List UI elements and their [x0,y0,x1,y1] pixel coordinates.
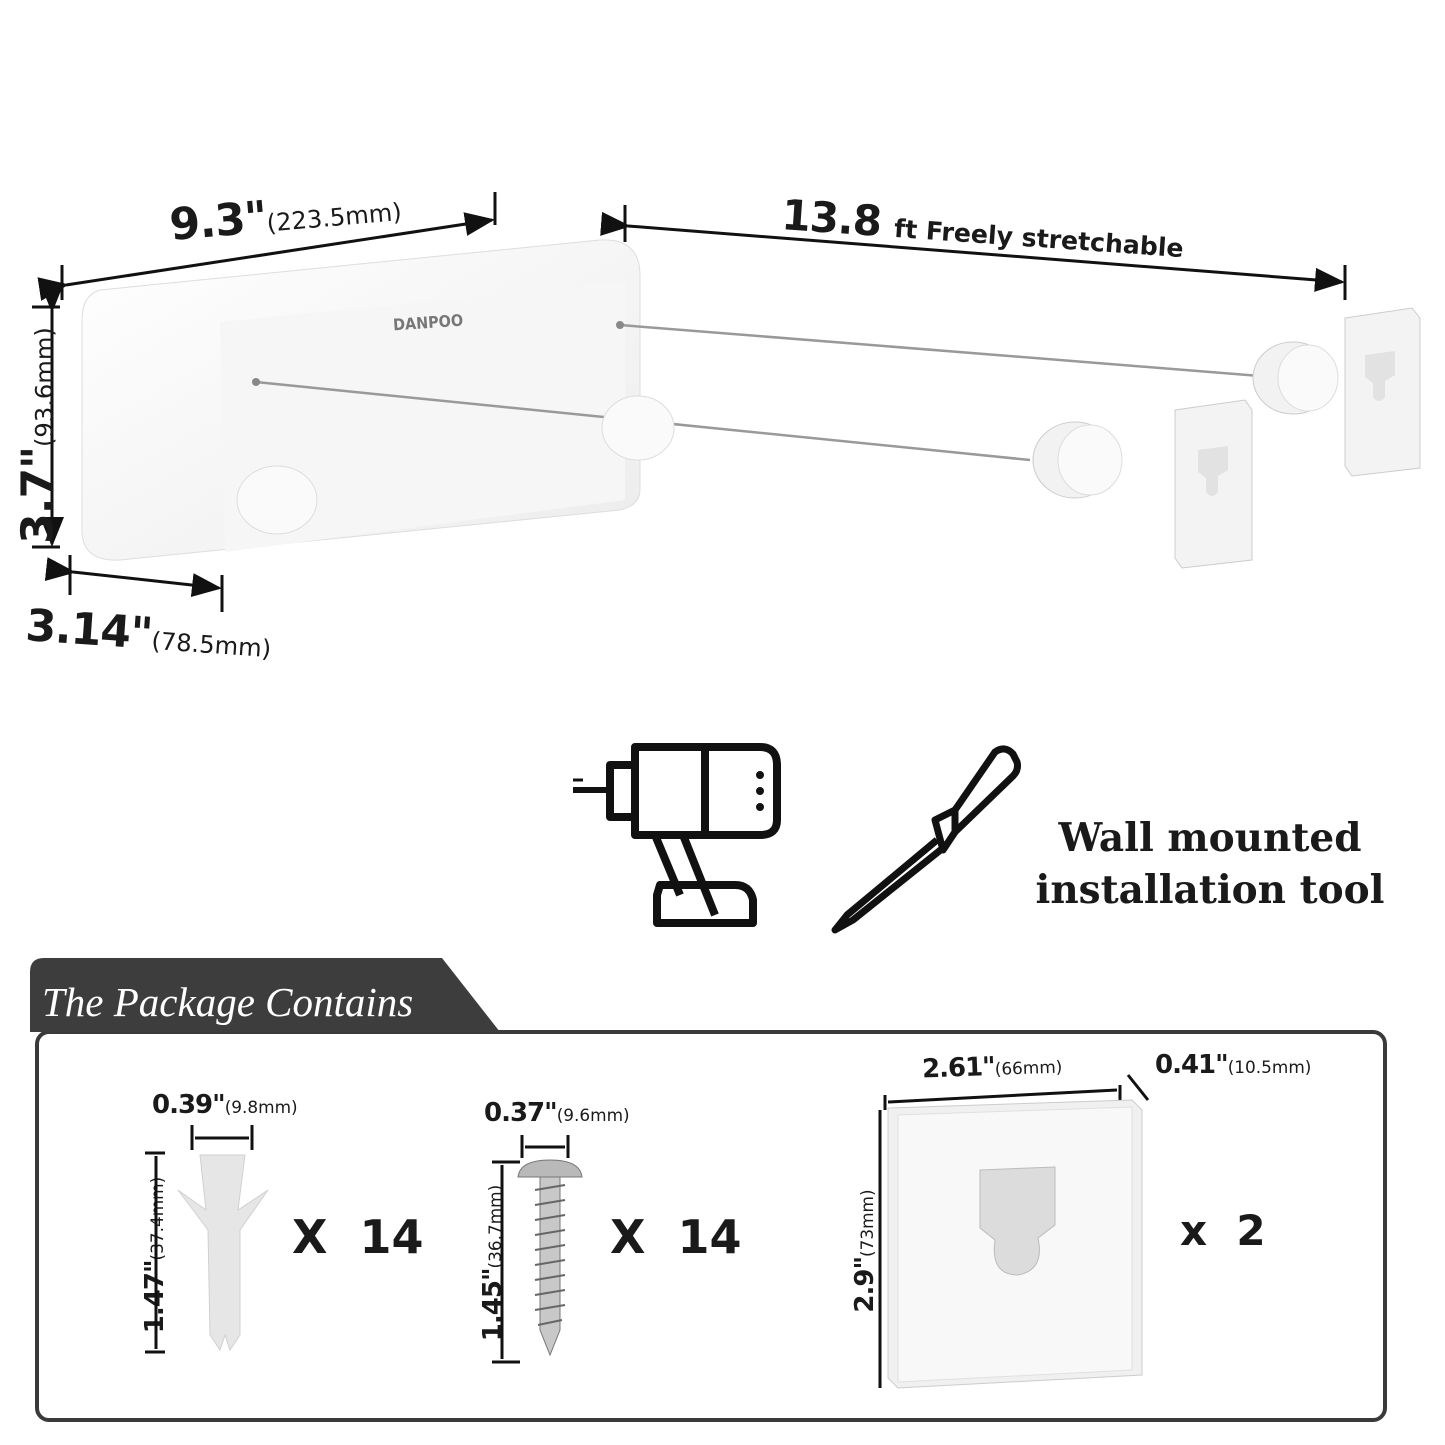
product-illustration [32,192,1421,612]
anchor-width-mm: (9.8mm) [224,1097,298,1117]
height-dimension-line [32,283,64,549]
line-end-cap-1 [1032,421,1123,499]
tool-caption-line1: Wall mounted [1058,815,1362,861]
anchor-width-label: 0.39"(9.8mm) [152,1090,298,1120]
depth-dimension-line [44,555,224,612]
anchor-width-inch: 0.39" [152,1090,226,1120]
package-title: The Package Contains [42,979,414,1025]
plate-quantity: x 2 [1180,1206,1266,1255]
height-mm: (93.6mm) [30,327,59,447]
tool-caption: Wall mounted installation tool [1025,812,1395,916]
plate-thickness-mm: (10.5mm) [1227,1057,1312,1077]
wall-plate-1 [1174,399,1253,569]
wall-plate-2 [1344,307,1421,477]
width-mm: (223.5mm) [265,197,403,238]
height-inch: 3.7" [12,447,64,544]
anchor-quantity: X 14 [292,1210,424,1264]
length-dimension-line [600,205,1347,300]
screw-quantity: X 14 [610,1210,742,1264]
anchor-illustration [145,1125,269,1354]
wall-plate-illustration [878,1074,1150,1389]
plate-thickness-inch: 0.41" [1155,1050,1229,1080]
line-end-cap-2 [1252,341,1339,415]
drill-icon [573,743,781,927]
plate-thickness-label: 0.41"(10.5mm) [1155,1050,1311,1080]
depth-mm: (78.5mm) [150,626,273,664]
depth-inch: 3.14" [24,600,154,660]
screwdriver-icon [831,745,1021,934]
package-box [35,1030,1387,1422]
tool-caption-line2: installation tool [1035,867,1385,913]
screw-width-inch: 0.37" [484,1098,558,1128]
width-inch: 9.3" [167,191,269,251]
height-label: 3.7"(93.6mm) [13,306,64,566]
package-header-tab [30,958,500,1032]
screw-width-mm: (9.6mm) [556,1105,630,1125]
screw-illustration [492,1135,583,1364]
screw-width-label: 0.37"(9.6mm) [484,1098,630,1128]
length-value: 13.8 [780,190,883,246]
